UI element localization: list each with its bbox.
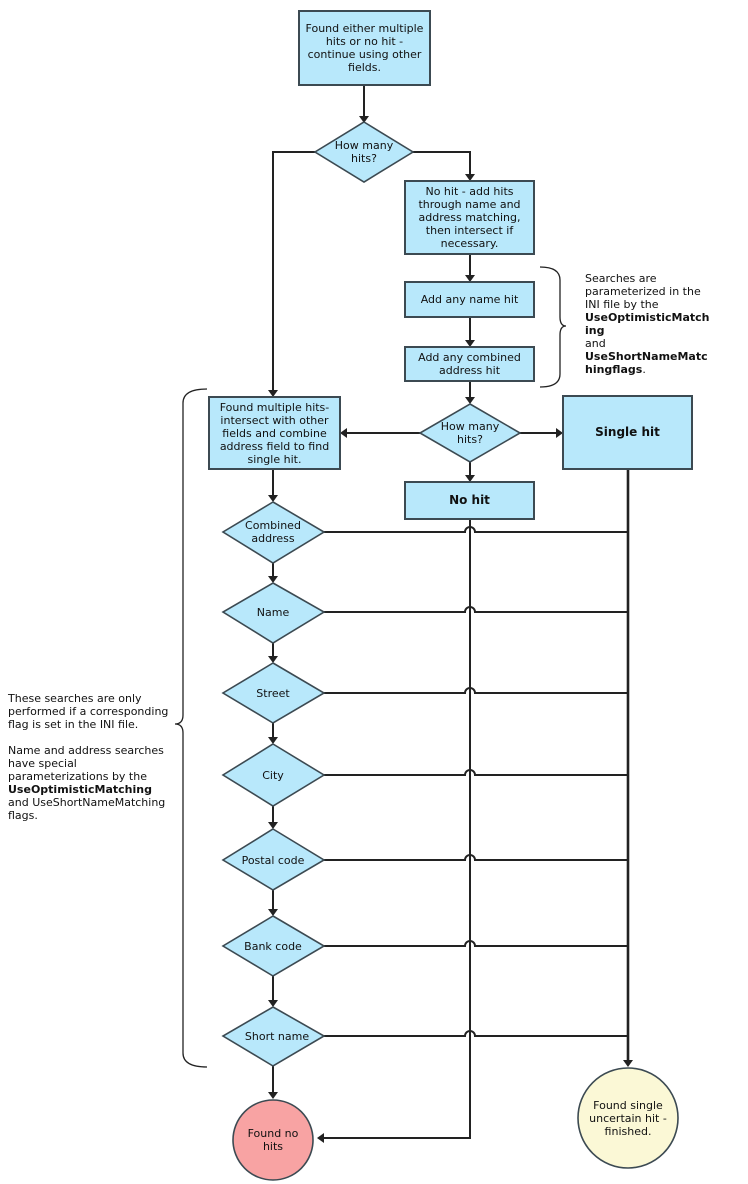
decision-short-name <box>221 1006 326 1067</box>
left-brace <box>174 388 208 1068</box>
add-address-hit-box <box>404 346 535 382</box>
right-note-flag-2: UseShortNameMatchingflags <box>585 350 708 376</box>
postal-code-label: Postal code <box>241 853 305 867</box>
right-note: Searches are parameterized in the INI fi… <box>585 272 710 376</box>
arrowhead <box>268 1000 278 1007</box>
end-found-no-hits <box>232 1099 314 1181</box>
bank-code-label: Bank code <box>244 939 302 953</box>
start-label: Found either multiple hits or no hit - c… <box>305 22 424 74</box>
arrowhead <box>268 495 278 502</box>
connector-decision1-nohitadd <box>413 151 471 176</box>
connector-decision1-multiple <box>272 151 315 392</box>
single-hit-box <box>562 395 693 470</box>
field-to-single-lines <box>324 526 628 1037</box>
arrowhead <box>268 1092 278 1099</box>
arrowhead <box>359 116 369 123</box>
arrowhead <box>340 428 347 438</box>
arrowhead <box>268 656 278 663</box>
street-field-label: Street <box>256 686 290 700</box>
left-note-para-2-end: and UseShortNameMatching flags. <box>8 796 166 822</box>
add-address-label: Add any combined address hit <box>418 351 521 377</box>
arrowhead <box>556 428 563 438</box>
decision-bank-code <box>221 915 326 977</box>
no-hit-add-box <box>404 180 535 255</box>
decision-postal-code <box>221 828 326 891</box>
left-note-para-1: These searches are only performed if a c… <box>8 692 169 731</box>
combined-address-label: Combined address <box>245 519 301 545</box>
arrowhead <box>623 1060 633 1067</box>
decision-name <box>221 582 326 644</box>
found-single-label: Found single uncertain hit - finished. <box>589 1098 667 1138</box>
right-note-period: . <box>642 363 646 376</box>
add-name-label: Add any name hit <box>420 293 519 306</box>
end-found-single-hit <box>577 1067 679 1169</box>
arrowhead <box>317 1133 324 1143</box>
left-note-para-2: Name and address searches have special p… <box>8 744 173 822</box>
multiple-hits-label: Found multiple hits- intersect with othe… <box>219 400 330 466</box>
arrowhead <box>268 576 278 583</box>
arrowhead <box>268 390 278 397</box>
multiple-hits-box <box>208 396 341 470</box>
decision-combined-address <box>221 501 326 564</box>
arrowhead <box>268 822 278 829</box>
arrowhead <box>465 275 475 282</box>
arrowhead <box>465 174 475 181</box>
decision-street <box>221 662 326 724</box>
arrowhead <box>465 475 475 482</box>
left-note: These searches are only performed if a c… <box>8 692 173 822</box>
right-note-flag-1: UseOptimisticMatching <box>585 311 710 337</box>
start-box <box>298 10 431 86</box>
no-hit-label: No hit <box>449 493 490 507</box>
short-name-label: Short name <box>244 1029 310 1043</box>
no-hit-box <box>404 481 535 520</box>
arrowhead <box>465 340 475 347</box>
left-note-para-2-text: Name and address searches have special p… <box>8 744 164 783</box>
arrowhead <box>465 397 475 404</box>
right-note-text: Searches are parameterized in the INI fi… <box>585 272 701 311</box>
add-name-hit-box <box>404 281 535 318</box>
found-no-hits-label: Found no hits <box>247 1127 299 1153</box>
decision-1-label: How many hits? <box>334 139 394 165</box>
right-note-and: and <box>585 337 606 350</box>
connector-nohit-end <box>322 519 471 1139</box>
decision-city <box>221 743 326 807</box>
decision-how-many-hits-2 <box>418 403 522 463</box>
no-hit-add-label: No hit - add hits through name and addre… <box>418 185 521 250</box>
decision-how-many-hits-1 <box>313 121 415 183</box>
city-field-label: City <box>262 768 284 782</box>
arrowhead <box>268 737 278 744</box>
arrowhead <box>268 909 278 916</box>
decision-2-label: How many hits? <box>440 420 500 446</box>
right-brace <box>539 266 567 388</box>
single-hit-label: Single hit <box>595 425 660 439</box>
name-field-label: Name <box>256 605 290 619</box>
left-note-flag: UseOptimisticMatching <box>8 783 152 796</box>
